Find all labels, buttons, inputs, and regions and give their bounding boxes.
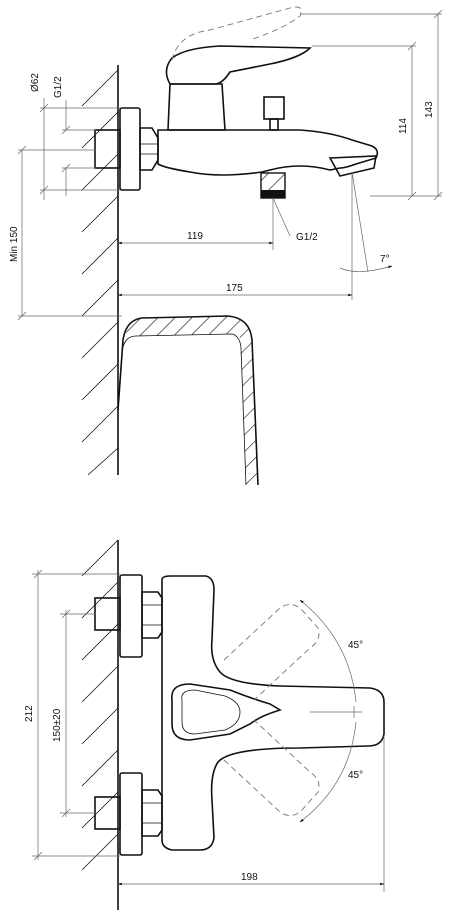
bottom-hex-nut: [141, 789, 163, 837]
front-wall-hatching: [81, 539, 119, 871]
dim-angle-down-label: 45°: [348, 770, 363, 781]
dim-119-label: 119: [187, 231, 203, 242]
thread-bottom-leader: [272, 197, 291, 237]
dim-212-label: 212: [24, 705, 35, 722]
mixer-body-front: [161, 575, 385, 851]
lever-handle: [165, 45, 312, 85]
spout-outlet: [328, 155, 377, 177]
lever-raised-outline: [171, 6, 302, 61]
dim-angle-arc: [339, 265, 393, 272]
hose-thread-end: [261, 190, 285, 198]
dim-angle-up-label: 45°: [348, 640, 363, 651]
cartridge-housing: [167, 83, 226, 131]
hex-nut: [139, 127, 159, 171]
dim-angle-label: 7°: [380, 254, 390, 265]
diverter-stem: [269, 118, 279, 131]
lever-rotated-down: [223, 719, 320, 816]
dim-min150-label: Min 150: [9, 226, 20, 262]
dim-thread-bottom-label: G1/2: [296, 232, 318, 243]
top-hex-nut: [141, 591, 163, 639]
bottom-flange: [119, 772, 143, 856]
dim-150-label: 150±20: [52, 708, 63, 742]
arc-45-up: [299, 599, 357, 703]
lever-rotated-up: [223, 604, 320, 701]
wall-hatching: [81, 69, 119, 476]
arc-45-down: [299, 721, 357, 823]
dim-198-label: 198: [241, 872, 258, 883]
side-view: Ø62 G1/2 Min 150 114 143 119: [9, 6, 443, 486]
lever-front: [171, 683, 282, 741]
dim-114-label: 114: [398, 118, 409, 134]
dim-62-label: Ø62: [30, 73, 41, 92]
top-flange: [119, 574, 143, 658]
dim-175-label: 175: [226, 283, 243, 294]
eccentric-connector: [94, 129, 121, 169]
bathtub-inner: [117, 333, 247, 486]
dim-thread-top-label: G1/2: [53, 76, 64, 98]
wall-flange: [119, 107, 141, 191]
front-view: 45° 45° 212 150±20 198: [24, 539, 385, 910]
mixer-body: [157, 129, 379, 176]
diverter-knob: [263, 96, 285, 120]
dim-143-label: 143: [424, 101, 435, 118]
bottom-eccentric-connector: [94, 796, 121, 830]
bathtub-outer: [117, 315, 259, 486]
